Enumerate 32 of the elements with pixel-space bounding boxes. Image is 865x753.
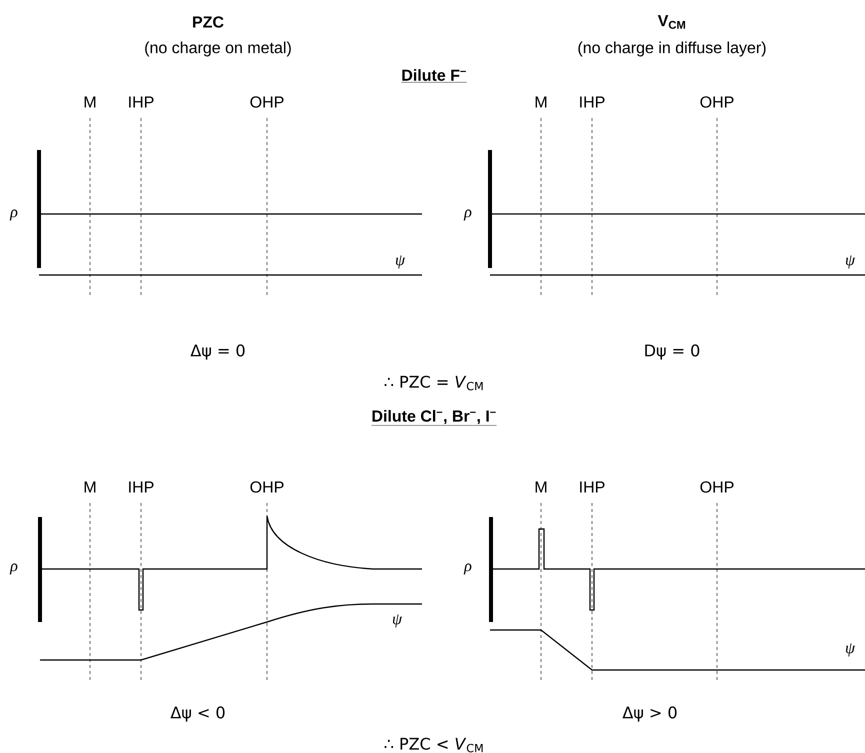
result-equation: Δψ = 0 <box>190 344 245 360</box>
result-equation: ∴ PZC = V$_{CM}$ <box>384 376 483 390</box>
axis-symbol: ψ <box>846 644 856 657</box>
plane-label: M <box>536 96 546 108</box>
plane-label: IHP <box>580 96 604 108</box>
plane-label: IHP <box>129 96 154 108</box>
plane-label: M <box>536 482 546 492</box>
plane-label: M <box>84 482 96 492</box>
plane-label: OHP <box>700 96 734 108</box>
result-equation: Δψ > 0 <box>622 706 677 722</box>
column-heading: V$_{CM}$ <box>658 15 686 29</box>
section-heading: Dilute Cl$^{–}$, Br$^{–}$, I$^{–}$ <box>371 410 497 426</box>
section-heading: Dilute F$^{–}$ <box>401 69 467 82</box>
axis-symbol: ρ <box>10 564 18 574</box>
result-equation: Δψ < 0 <box>170 706 225 722</box>
axis-symbol: ψ <box>846 255 856 269</box>
axis-symbol: ρ <box>464 564 472 574</box>
column-subheading: (no charge in diffuse layer) <box>578 42 766 56</box>
plane-label: OHP <box>250 96 284 108</box>
plane-label: IHP <box>129 482 154 492</box>
column-subheading: (no charge on metal) <box>145 42 291 56</box>
plane-label: OHP <box>250 481 284 493</box>
plane-label: IHP <box>580 482 604 492</box>
plane-label: M <box>84 96 96 108</box>
axis-symbol: ρ <box>10 210 18 220</box>
result-equation: ∴ PZC < V$_{CM}$ <box>384 738 483 752</box>
axis-symbol: ψ <box>393 614 402 628</box>
column-heading: PZC <box>193 16 224 28</box>
plane-label: OHP <box>700 481 734 493</box>
axis-symbol: ψ <box>396 255 406 269</box>
axis-symbol: ρ <box>464 210 472 220</box>
result-equation: Dψ = 0 <box>645 344 700 360</box>
